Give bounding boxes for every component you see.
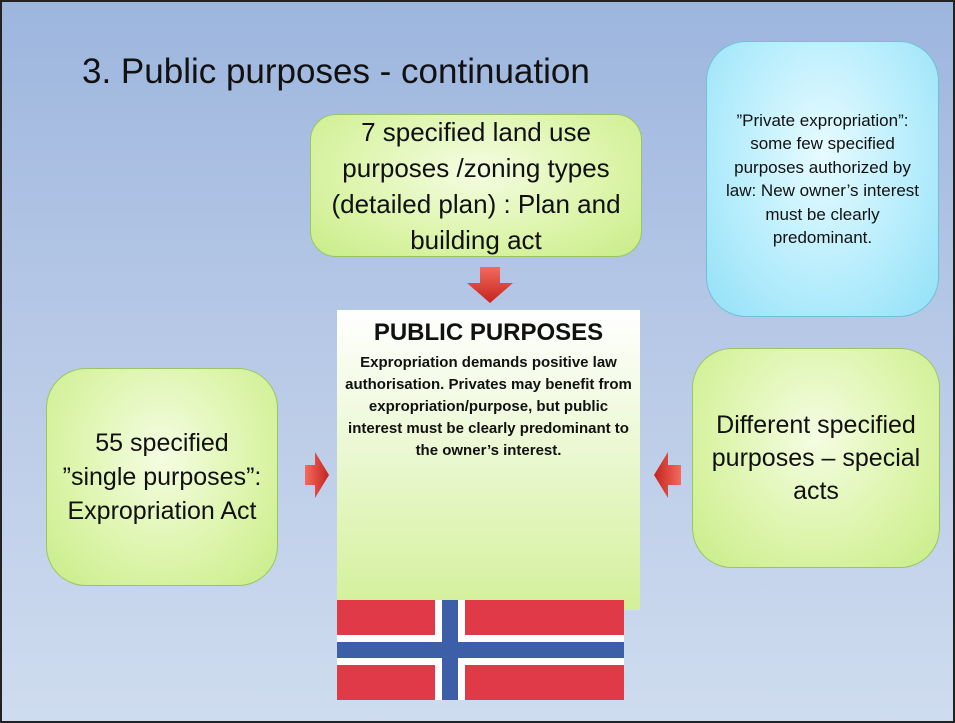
land-use-purposes-box: 7 specified land use purposes /zoning ty… <box>310 114 642 257</box>
public-purposes-body: Expropriation demands positive law autho… <box>345 354 632 459</box>
slide-title: 3. Public purposes - continuation <box>82 52 590 91</box>
public-purposes-heading: PUBLIC PURPOSES <box>373 319 604 346</box>
private-expropriation-text: ”Private expropriation”: some few specif… <box>725 110 920 248</box>
norway-flag-icon <box>337 600 624 700</box>
right-arrow-icon <box>305 452 329 498</box>
public-purposes-box: PUBLIC PURPOSES Expropriation demands po… <box>337 310 640 610</box>
single-purposes-text: 55 specified ”single purposes”: Expropri… <box>62 429 262 525</box>
private-expropriation-box: ”Private expropriation”: some few specif… <box>706 41 939 317</box>
special-acts-text: Different specified purposes – special a… <box>711 410 921 505</box>
land-use-purposes-text: 7 specified land use purposes /zoning ty… <box>331 116 621 255</box>
single-purposes-box: 55 specified ”single purposes”: Expropri… <box>46 368 278 586</box>
special-acts-box: Different specified purposes – special a… <box>692 348 940 568</box>
left-arrow-icon <box>654 452 681 498</box>
down-arrow-icon <box>467 267 513 303</box>
